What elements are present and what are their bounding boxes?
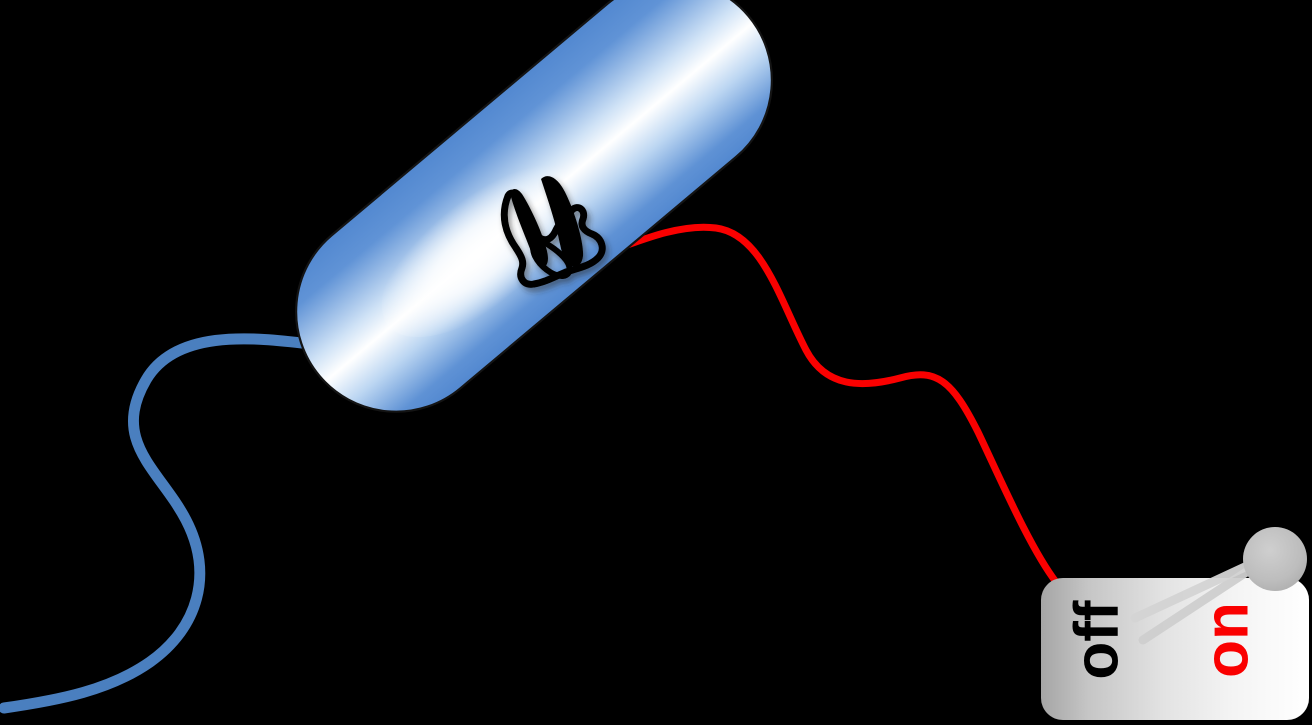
flagellum	[0, 333, 308, 714]
switch-panel[interactable]	[1041, 578, 1309, 720]
pull-cord	[564, 223, 1060, 586]
pilus-thumb	[530, 236, 573, 279]
lever-bar-lower	[1138, 562, 1259, 645]
switch-knob[interactable]	[1243, 527, 1307, 591]
toggle-switch[interactable]: off on	[1041, 527, 1309, 720]
pili-hand	[500, 176, 606, 288]
switch-off-label: off	[1062, 600, 1131, 680]
lever-bar-upper	[1130, 555, 1265, 623]
flagellum-filament	[0, 333, 308, 714]
switch-on-label: on	[1192, 602, 1261, 678]
cord-line[interactable]	[564, 223, 1060, 586]
switch-lever[interactable]	[1130, 555, 1265, 645]
